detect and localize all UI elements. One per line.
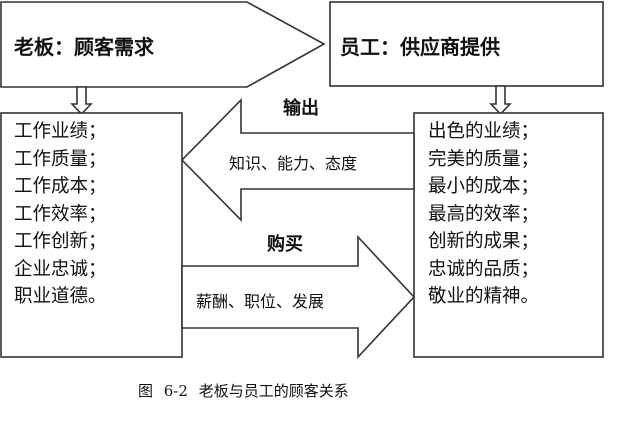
output-label: 知识、能力、态度 (229, 154, 358, 173)
list-item: 工作质量； (14, 148, 107, 170)
list-item: 企业忠诚； (14, 258, 107, 280)
list-item: 工作创新； (14, 231, 107, 252)
boss-title: 老板：顾客需求 (14, 35, 154, 59)
figure-caption: 图 6-2 老板与员工的顾客关系 (138, 380, 349, 401)
boss-requirements-list: 工作业绩； 工作质量； 工作成本； 工作效率； 工作创新； 企业忠诚； 职业道德… (14, 118, 107, 311)
right-down-arrow (489, 85, 512, 116)
list-item: 忠诚的品质； (428, 258, 540, 280)
list-item: 工作成本； (14, 176, 107, 197)
figure-number: 图 6-2 (138, 382, 188, 400)
output-heading: 输出 (283, 98, 319, 119)
list-item: 工作业绩； (14, 121, 107, 142)
list-item: 完美的质量； (428, 148, 540, 170)
boss-list-box (0, 112, 183, 358)
left-down-arrow (70, 86, 93, 116)
list-item: 敬业的精神。 (428, 286, 540, 307)
list-item: 职业道德。 (14, 286, 107, 307)
buy-label: 薪酬、职位、发展 (196, 292, 325, 311)
output-arrow (180, 98, 415, 222)
list-item: 最小的成本； (428, 176, 540, 197)
list-item: 最高的效率； (428, 203, 540, 225)
employee-title: 员工：供应商提供 (340, 35, 500, 59)
list-item: 出色的业绩； (428, 121, 540, 142)
caption-text: 老板与员工的顾客关系 (198, 382, 349, 400)
list-item: 工作效率； (14, 203, 107, 225)
employee-offerings-list: 出色的业绩； 完美的质量； 最小的成本； 最高的效率； 创新的成果； 忠诚的品质… (428, 118, 539, 311)
boss-pentagon-box (0, 1, 326, 88)
list-item: 创新的成果； (428, 231, 540, 252)
employee-list-box (413, 112, 604, 358)
buy-heading: 购买 (267, 234, 303, 255)
buy-arrow (181, 234, 416, 360)
employee-header-box (329, 1, 604, 87)
